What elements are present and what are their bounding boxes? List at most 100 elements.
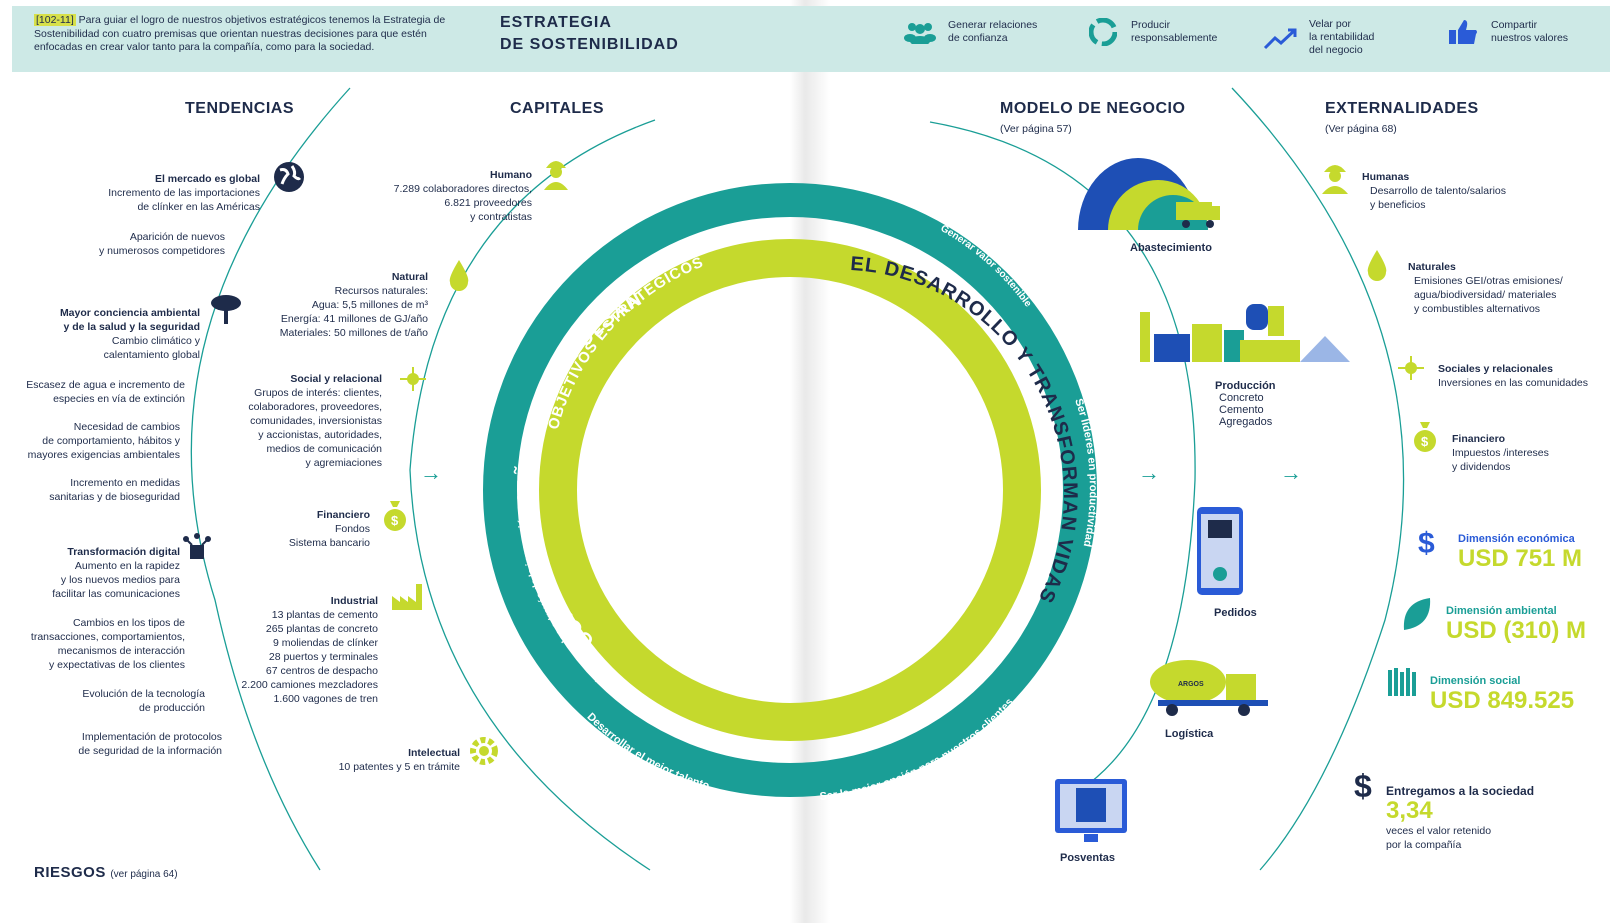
network-icon	[1396, 355, 1426, 386]
strategic-ring: OBJETIVOS ESTRATÉGICOS Liderar los merca…	[483, 183, 1099, 803]
item-text: Desarrollo de talento/salarios y benefic…	[1370, 185, 1506, 211]
inner-ring	[539, 239, 1041, 741]
water-drop-icon	[1364, 248, 1390, 287]
plant-illustration	[1140, 304, 1350, 362]
premise-label: Compartir nuestros valores	[1491, 19, 1569, 44]
externalidades-heading: EXTERNALIDADES	[1325, 100, 1479, 117]
mining-illustration	[1078, 158, 1220, 230]
arrow-right-icon: →	[1138, 460, 1160, 485]
worker-helmet-icon	[540, 154, 572, 195]
item-text: 10 patentes y 5 en trámite	[338, 761, 460, 773]
item-title: Humano	[490, 169, 532, 181]
factory-icon	[390, 582, 424, 617]
premise-valores: Compartir nuestros valores	[1445, 18, 1568, 46]
title-line-1: ESTRATEGIA	[500, 14, 612, 31]
globe-icon	[272, 160, 306, 199]
item-text: Necesidad de cambios de comportamiento, …	[27, 421, 180, 461]
item-text: Aparición de nuevos y numerosos competid…	[98, 231, 225, 257]
step-text: Concreto Cemento Agregados	[1219, 392, 1273, 428]
item-text: Implementación de protocolos de segurida…	[78, 731, 222, 757]
item-title: Naturales	[1408, 261, 1456, 273]
item-text: Fondos Sistema bancario	[288, 523, 370, 549]
outer-ring	[483, 183, 1097, 797]
item-text: Incremento de las importaciones de clínk…	[108, 187, 260, 213]
money-bag-icon: $	[382, 499, 408, 536]
mixer-truck-illustration: ARGOS	[1150, 660, 1268, 716]
trend-up-icon	[1263, 24, 1299, 52]
step-logistica: Logística	[1165, 728, 1214, 740]
dimension-label: Dimensión social	[1430, 675, 1521, 687]
item-text: Grupos de interés: clientes, colaborador…	[248, 387, 382, 469]
item-title: Social y relacional	[290, 373, 382, 385]
dollar-icon: $	[1354, 768, 1372, 804]
title-line-2: DE SOSTENIBILIDAD	[500, 36, 679, 53]
item-title: Financiero	[316, 509, 370, 521]
tendencia-item: Implementación de protocolos de segurida…	[78, 730, 222, 758]
svg-text:$: $	[391, 513, 399, 528]
arrow-right-icon: →	[1280, 460, 1302, 485]
riesgos-label: RIESGOS (ver página 64)	[34, 864, 178, 882]
ring-inner-right-text: EL DESARROLLO Y TRANSFORMAN VIDAS	[850, 253, 1081, 607]
ring-inner-right: EL DESARROLLO Y TRANSFORMAN VIDAS	[850, 253, 1080, 607]
dimension-value: USD 751 M	[1458, 545, 1583, 572]
item-text: Aumento en la rapidez y los nuevos medio…	[52, 560, 180, 600]
raised-hands-icon	[1386, 664, 1420, 703]
thumbs-up-icon	[1445, 18, 1481, 46]
item-title: Transformación digital	[67, 546, 180, 558]
tree-icon	[209, 292, 243, 331]
tendencia-item: Aparición de nuevos y numerosos competid…	[99, 230, 225, 258]
dimension-label: Dimensión ambiental	[1446, 605, 1557, 617]
phone-icon	[1197, 507, 1243, 595]
step-abastecimiento: Abastecimiento	[1130, 242, 1212, 254]
item-text: Cambios en los tipos de transacciones, c…	[30, 617, 185, 671]
item-text: Evolución de la tecnología de producción	[82, 688, 205, 714]
premise-label: Generar relaciones de confianza	[948, 19, 1038, 44]
society-text: veces el valor retenido por la compañía	[1386, 825, 1492, 851]
item-title: Mayor conciencia ambiental y de la salud…	[59, 307, 200, 333]
item-title: Humanas	[1362, 171, 1410, 183]
network-icon	[398, 366, 428, 397]
worker-helmet-icon	[1320, 158, 1350, 199]
society-number: 3,34	[1386, 797, 1433, 824]
item-text: Escasez de agua e incremento de especies…	[26, 379, 185, 405]
item-text: 13 plantas de cemento 265 plantas de con…	[241, 609, 378, 705]
item-text: 7.289 colaboradores directos, 6.821 prov…	[393, 183, 532, 223]
water-drop-icon	[446, 258, 472, 297]
intro-text: [102-11] Para guiar el logro de nuestros…	[34, 14, 474, 55]
modelo-heading: MODELO DE NEGOCIO	[1000, 100, 1186, 117]
tendencia-item: Incremento en medidas sanitarias y de bi…	[49, 476, 180, 504]
item-text: Cambio climático y calentamiento global	[103, 335, 200, 361]
premise-relaciones: Generar relaciones de confianza	[902, 18, 1037, 46]
dimension-value: USD (310) M	[1446, 617, 1587, 644]
monitor-icon	[1055, 779, 1127, 842]
gri-tag: [102-11]	[34, 14, 76, 26]
header-banner	[12, 6, 1610, 72]
premise-producir: Producir responsablemente	[1085, 18, 1217, 46]
tendencias-heading: TENDENCIAS	[185, 100, 295, 117]
item-title: Sociales y relacionales	[1438, 363, 1553, 375]
tendencia-item: Necesidad de cambios de comportamiento, …	[28, 420, 180, 462]
intro-body: Para guiar el logro de nuestros objetivo…	[34, 14, 446, 53]
step-posventas: Posventas	[1060, 852, 1116, 864]
externalidades-ref: (Ver página 68)	[1325, 123, 1397, 135]
riesgos-ref: (ver página 64)	[110, 869, 178, 880]
arrow-right-icon: →	[420, 460, 442, 485]
item-text: Impuestos /intereses y dividendos	[1452, 447, 1549, 473]
dimension-label: Dimensión económica	[1458, 533, 1575, 545]
premise-rentabilidad: Velar por la rentabilidad del negocio	[1263, 18, 1374, 57]
premise-label: Producir responsablemente	[1131, 19, 1218, 44]
